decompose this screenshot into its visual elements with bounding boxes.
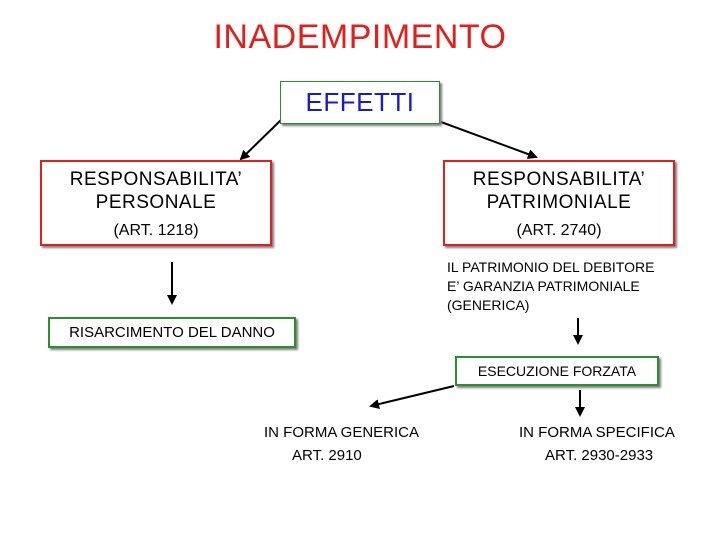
responsabilita-personale-article: (ART. 1218): [113, 222, 199, 239]
responsabilita-patrimoniale-line1: RESPONSABILITA’: [472, 169, 646, 190]
responsabilita-patrimoniale-box: RESPONSABILITA’ PATRIMONIALE (ART. 2740): [443, 160, 675, 246]
forma-generica-article: ART. 2910: [292, 447, 362, 464]
arrow-effetti-to-patrimoniale: [440, 121, 538, 159]
responsabilita-patrimoniale-article: (ART. 2740): [516, 222, 602, 239]
arrow-effetti-to-personale: [239, 118, 283, 161]
page-title: INADEMPIMENTO: [213, 18, 507, 56]
patrimonio-text: IL PATRIMONIO DEL DEBITORE E’ GARANZIA P…: [447, 259, 655, 313]
responsabilita-personale-line2: PERSONALE: [95, 192, 217, 213]
esecuzione-forzata-box: ESECUZIONE FORZATA: [455, 356, 659, 386]
forma-specifica-article: ART. 2930-2933: [545, 447, 654, 464]
risarcimento-box: RISARCIMENTO DEL DANNO: [48, 317, 296, 348]
effetti-box: EFFETTI: [280, 81, 440, 124]
responsabilita-personale-box: RESPONSABILITA’ PERSONALE (ART. 1218): [40, 160, 272, 246]
responsabilita-patrimoniale-line2: PATRIMONIALE: [486, 192, 632, 213]
forma-generica-label: IN FORMA GENERICA: [264, 424, 420, 441]
forma-generica-text: IN FORMA GENERICA ART. 2910: [264, 421, 419, 467]
forma-specifica-label: IN FORMA SPECIFICA: [519, 424, 675, 441]
forma-specifica-text: IN FORMA SPECIFICA ART. 2930-2933: [519, 421, 675, 467]
responsabilita-personale-line1: RESPONSABILITA’: [69, 169, 243, 190]
arrow-esecuzione-to-generica: [369, 385, 455, 409]
